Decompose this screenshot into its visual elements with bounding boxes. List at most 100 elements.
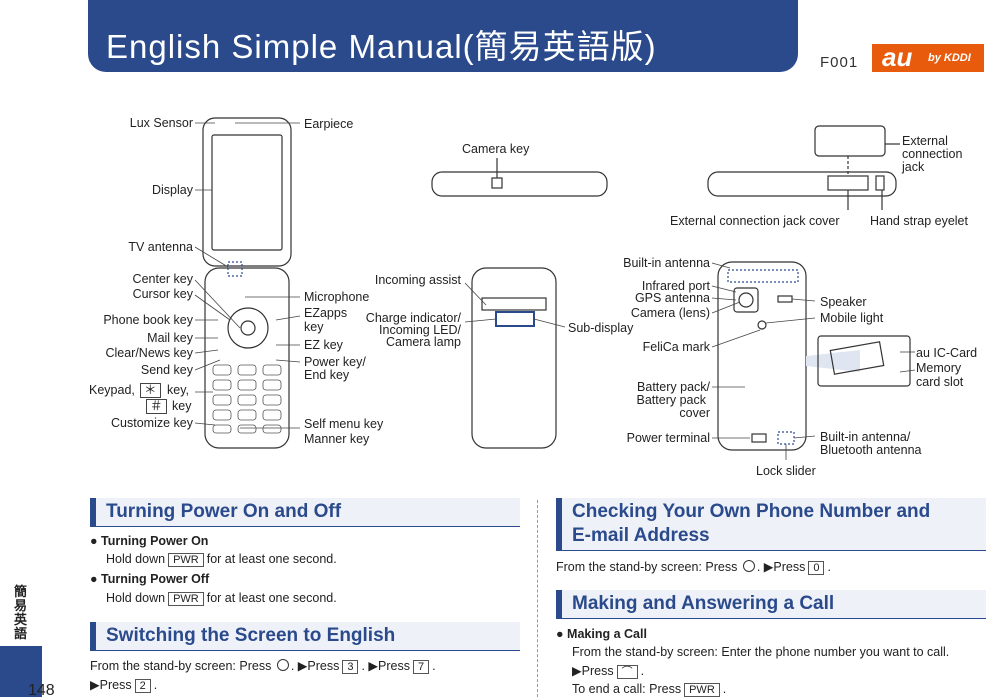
label-hand-strap-eyelet: Hand strap eyelet [870,214,968,228]
center-key-icon [742,560,755,572]
phone-back-open [717,261,911,451]
star-key-symbol: ＊ [140,383,161,398]
side-tab-block [0,646,42,697]
label-external-jack-cover: External connection jack cover [670,214,840,228]
label-incoming-assist: Incoming assist [374,273,461,287]
power-key-icon: PWR [168,553,204,567]
label-camera-lens: Camera (lens) [630,306,710,320]
hash-key-symbol: ＃ [146,399,167,414]
center-key-icon [276,659,289,671]
section-title-call: Making and Answering a Call [572,593,835,614]
call-instruction-1: From the stand-by screen: Enter the phon… [572,645,950,659]
label-battery-pack-2: Battery pack [636,393,706,407]
label-cover: cover [679,406,710,420]
phone-side-view-right [707,125,900,210]
label-display: Display [152,183,193,197]
label-power-terminal: Power terminal [626,431,710,445]
label-phone-book-key: Phone book key [103,313,193,327]
label-self-menu-key: Self menu key [304,417,384,431]
label-memory: Memory [916,361,962,375]
label-battery-pack: Battery pack/ [637,380,710,394]
title-banner [88,0,798,72]
label-built-in-antenna: Built-in antenna [623,256,710,270]
label-mail-key: Mail key [147,331,193,345]
section-title-number-2: E-mail Address [572,525,710,546]
brand-logo-sub: by KDDI [928,52,971,64]
phone-front-illustration [202,117,292,449]
label-customize-key: Customize key [111,416,193,430]
label-ezapps: EZapps [304,306,348,320]
label-end-key: End key [304,368,350,382]
label-keypad-key-2: key [172,399,192,413]
label-lux-sensor: Lux Sensor [129,116,193,130]
label-camera-lamp: Camera lamp [385,335,461,349]
label-camera-key: Camera key [462,142,530,156]
section-header-power: Turning Power On and Off [90,498,520,527]
front-leader-lines [194,122,301,429]
label-charge-indicator: Charge indicator/ [365,311,461,325]
label-lock-slider: Lock slider [756,464,816,478]
english-instruction-line1: From the stand-by screen: Press . ▶Press… [90,659,436,674]
label-felica-mark: FeliCa mark [642,340,710,354]
key-0-icon: 0 [808,561,825,575]
brand-logo: au by KDDI [872,42,984,72]
label-keypad: Keypad, [89,383,135,397]
page-number: 148 [28,682,55,699]
section-header-english: Switching the Screen to English [90,622,520,651]
section-header-call: Making and Answering a Call [556,590,986,619]
bullet-power-off: ● Turning Power Off [90,572,210,586]
label-clear-news-key: Clear/News key [105,346,193,360]
section-title-power: Turning Power On and Off [106,501,342,522]
label-cursor-key: Cursor key [132,287,193,301]
key-7-icon: 7 [412,660,430,674]
back-leader-lines [464,262,916,460]
label-microphone: Microphone [304,290,370,304]
label-bluetooth-antenna: Bluetooth antenna [820,443,922,457]
label-incoming-led: Incoming LED/ [379,323,461,337]
phone-keypad [212,364,282,434]
label-sub-display: Sub-display [568,321,634,335]
label-card-slot: card slot [916,375,964,389]
label-speaker: Speaker [820,295,867,309]
label-mobile-light: Mobile light [820,311,884,325]
label-earpiece: Earpiece [304,117,354,131]
label-keypad-key-1: key, [167,383,189,397]
label-gps-antenna: GPS antenna [634,291,710,305]
label-send-key: Send key [140,363,193,377]
key-3-icon: 3 [342,660,359,674]
phone-back-closed [471,267,557,449]
label-au-ic-card: au IC-Card [916,346,978,360]
power-key-icon: PWR [684,683,720,697]
call-instruction-2: ▶Press⌒. [572,664,645,679]
label-ez-key: EZ key [304,338,343,352]
label-tv-antenna: TV antenna [128,240,193,254]
label-external-2: connection [902,147,963,161]
bullet-power-on: ● Turning Power On [90,534,209,548]
section-title-english: Switching the Screen to English [106,625,396,646]
phone-side-view-left [431,158,608,197]
section-title-number-1: Checking Your Own Phone Number and [572,501,931,522]
key-2-icon: 2 [134,679,151,693]
section-header-number: Checking Your Own Phone Number and E-mai… [556,498,986,551]
label-built-in-antenna-bt: Built-in antenna/ [820,430,911,444]
side-tab-label: 簡易英語 [14,584,28,641]
phone-diagram [194,117,916,460]
label-manner-key: Manner key [304,432,370,446]
send-key-icon: ⌒ [616,665,638,679]
column-divider [537,500,538,697]
label-infrared-port: Infrared port [641,279,710,293]
label-ezapps-key: key [304,320,324,334]
label-power-key: Power key/ [304,355,366,369]
bullet-making-call: ● Making a Call [556,627,647,641]
label-external-1: External [902,134,948,148]
number-instruction: From the stand-by screen: Press . ▶Press… [556,560,831,575]
label-external-3: jack [902,160,925,174]
brand-logo-main: au [882,42,913,72]
power-key-icon: PWR [168,592,204,606]
label-center-key: Center key [132,272,193,286]
model-name: F001 [820,54,859,71]
